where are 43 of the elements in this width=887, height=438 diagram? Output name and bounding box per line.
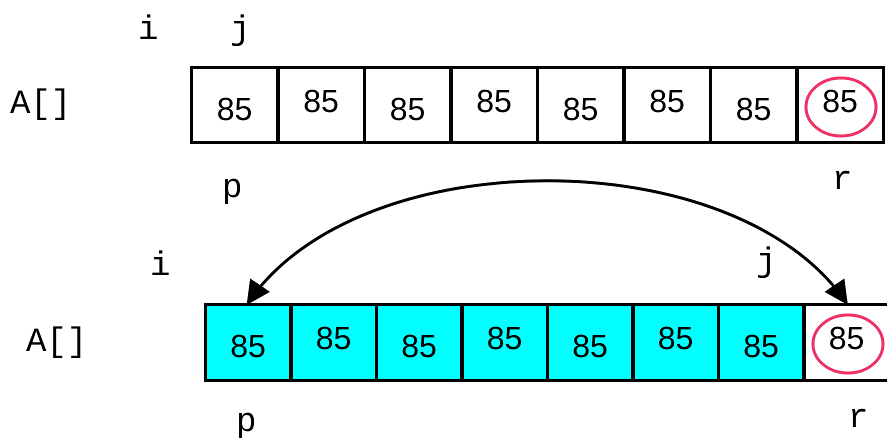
array-cell [802,303,887,382]
index-label: p [222,172,242,206]
index-label: j [756,246,776,280]
cell-value: 85 [736,90,772,128]
cell-value: 85 [743,328,779,365]
cell-value: 85 [216,90,252,128]
array-name: A[] [10,88,72,122]
cell-value: 85 [486,320,522,357]
cell-value: 85 [822,82,858,120]
array-cell [632,303,720,382]
array-cell [204,303,292,382]
cell-value: 85 [476,82,512,120]
cell-value: 85 [390,90,426,128]
array-name: A[] [26,326,88,360]
array-cell [796,66,884,144]
index-label: i [150,250,170,284]
index-label: r [832,164,852,198]
index-label: r [848,402,868,436]
cell-value: 85 [649,82,685,120]
cell-value: 85 [658,320,694,357]
array-cell [622,66,712,144]
index-label: p [236,406,256,438]
cell-value: 85 [828,320,864,357]
array-cell [717,303,805,382]
cell-value: 85 [572,328,608,365]
cell-value: 85 [230,328,266,365]
double-arrow [246,179,848,305]
index-label: i [138,14,158,48]
cell-value: 85 [303,82,339,120]
array-cell [460,303,548,382]
array-cell [375,303,463,382]
array-cell [290,303,378,382]
index-label: j [230,14,250,48]
cell-value: 85 [401,328,437,365]
array-cell [276,66,366,144]
array-cell [363,66,452,144]
array-cell [546,303,634,382]
array-cell [709,66,798,144]
array-cell [450,66,538,144]
cell-value: 85 [562,90,598,128]
array-cell [536,66,625,144]
array-cell [190,66,279,144]
cell-value: 85 [316,320,352,357]
